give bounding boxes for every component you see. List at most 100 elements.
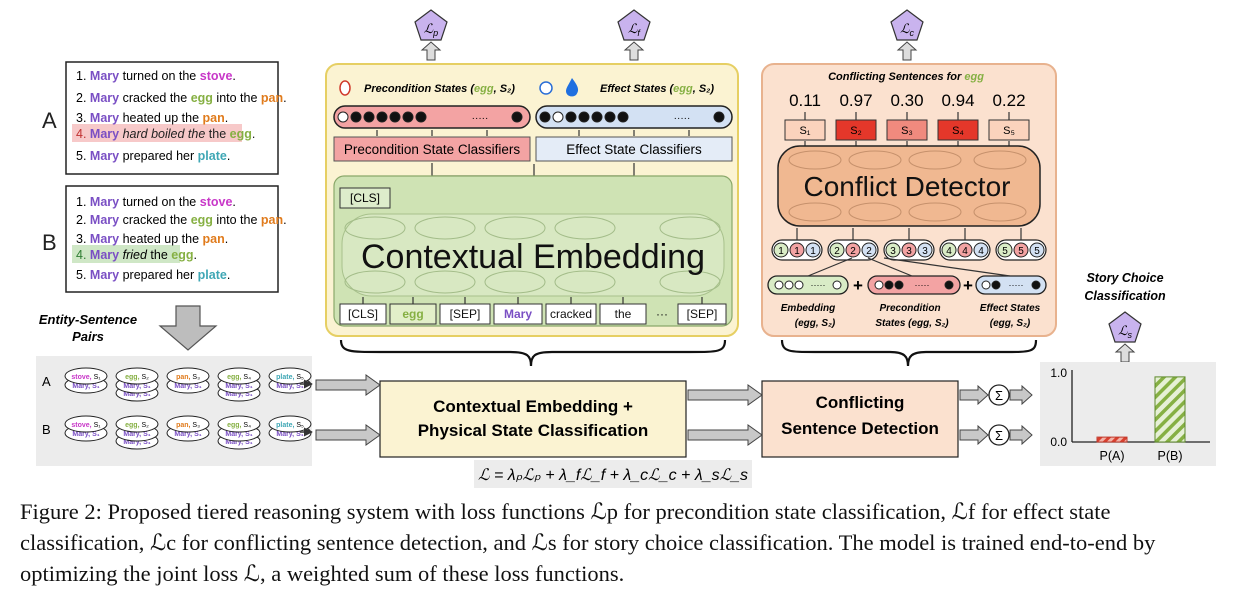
- pair-mary-extra-label: Mary, S₁: [123, 391, 150, 398]
- triplet-node: [829, 242, 845, 258]
- effect-ellipsis: ·····: [674, 113, 691, 124]
- token-label: egg: [402, 307, 423, 321]
- pair-entity-oval: [115, 415, 159, 433]
- story-b-box: [65, 185, 279, 293]
- loss-lf: ℒf: [617, 9, 651, 61]
- embedding-caption-sub: (egg, S₂): [795, 318, 836, 329]
- story-a-line-4: 4. Mary hard boiled the the egg.: [76, 127, 255, 141]
- pair-mary-label: Mary, S₁: [72, 383, 99, 390]
- precondition-classifiers-box: [333, 136, 531, 162]
- embedding-brace: [339, 339, 727, 367]
- precondition-state-vector: [333, 105, 531, 129]
- precondition-caption: Precondition: [879, 303, 940, 314]
- entity-sentence-title-2: Pairs: [72, 329, 104, 344]
- precondition-dot: [363, 111, 375, 123]
- embedding-vector-ellipsis: ·····: [811, 280, 826, 290]
- detector-layers: [788, 150, 1027, 222]
- precondition-dot: [511, 111, 523, 123]
- triplet-node: [773, 242, 789, 258]
- sum-arrow-b: [1009, 424, 1033, 446]
- pair-entity-oval: [217, 415, 261, 433]
- triplet-node: [957, 242, 973, 258]
- effect-dot: [591, 111, 603, 123]
- pipeline-arrow-a-mid: [687, 384, 763, 406]
- embedding-stage-line1: Contextual Embedding +: [433, 397, 633, 416]
- pair-mary-extra-label: Mary, S₁: [123, 439, 150, 446]
- effect-vector: [975, 275, 1047, 295]
- sentence-label: S₄: [952, 125, 964, 137]
- effect-dot: [617, 111, 629, 123]
- token-label: [SEP]: [450, 307, 481, 321]
- triplet-number: 2: [850, 246, 856, 257]
- water-drop-icon: [566, 78, 579, 97]
- triplet-number: 1: [794, 246, 800, 257]
- embedding-vector-dots: [774, 280, 842, 290]
- pair-mary-label: Mary, S₁: [225, 383, 252, 390]
- transformer-layers: [341, 213, 725, 297]
- effect-title: Effect States (egg, S₂): [600, 83, 714, 95]
- triplet-node: [845, 242, 861, 258]
- story-b-highlight: [72, 245, 180, 263]
- y-tick-bottom: 0.0: [1050, 435, 1067, 449]
- story-a-line-1: 1. Mary turned on the stove.: [76, 69, 236, 83]
- pipeline-arrow-b-in: [315, 424, 381, 446]
- precondition-ellipsis: ·····: [472, 113, 489, 124]
- pair-entity-label: plate, S₅: [276, 374, 304, 381]
- embedding-caption: Embedding: [781, 303, 835, 314]
- pair-mary-label: Mary, S₁: [72, 431, 99, 438]
- triplet-number: 3: [890, 246, 896, 257]
- conflict-score: 0.94: [941, 91, 974, 110]
- pair-entity-label: egg, S₄: [227, 422, 251, 429]
- effect-vector-dots: [981, 280, 1041, 290]
- y-tick-top: 1.0: [1050, 366, 1067, 380]
- down-arrow-icon: [158, 305, 218, 351]
- contextual-embedding-label: Contextual Embedding: [361, 238, 705, 276]
- precondition-dot: [337, 111, 349, 123]
- entity-sentence-title-1: Entity-Sentence: [39, 312, 137, 327]
- vector-to-triplet-arrows: [807, 257, 1011, 277]
- story-b-lines: 1. Mary turned on the stove. 2. Mary cra…: [76, 195, 287, 282]
- precondition-dot: [376, 111, 388, 123]
- pair-mary-label: Mary, S₁: [276, 431, 303, 438]
- effect-vector-ellipsis: ·····: [1009, 280, 1024, 290]
- conflict-score: 0.97: [839, 91, 872, 110]
- story-choice-title-2: Classification: [1084, 289, 1166, 303]
- effect-dot: [539, 111, 551, 123]
- sum-a-icon: [988, 384, 1010, 406]
- sum-b-label: Σ: [995, 428, 1003, 443]
- triplet-number: 3: [922, 246, 928, 257]
- embedding-stage-line2: Physical State Classification: [418, 421, 649, 440]
- joint-loss-label: ℒ = λₚℒₚ + λ_fℒ_f + λ_cℒ_c + λ_sℒ_s: [478, 467, 748, 484]
- triplet-node: [885, 242, 901, 258]
- lp-up-arrow-icon: [420, 41, 442, 61]
- triplet-number: 5: [1002, 246, 1008, 257]
- pair-mary-label: Mary, S₁: [123, 431, 150, 438]
- effect-caption-sub: (egg, S₂): [990, 318, 1031, 329]
- precondition-vector-ellipsis: ·····: [915, 280, 930, 290]
- pair-entity-oval: [64, 367, 108, 385]
- pairs-row-b-label: B: [42, 422, 51, 437]
- pair-entity-oval: [268, 367, 312, 385]
- story-b-line-5: 5. Mary prepared her plate.: [76, 268, 230, 282]
- sentence-label: S₁: [799, 125, 810, 137]
- pair-mary-label: Mary, S₁: [174, 383, 201, 390]
- pipeline-arrow-a-out: [959, 384, 989, 406]
- conflict-brace: [780, 339, 1038, 367]
- story-a-line-5: 5. Mary prepared her plate.: [76, 149, 230, 163]
- pair-entity-label: egg, S₂: [125, 422, 149, 429]
- triplet-number: 1: [810, 246, 816, 257]
- story-b-label: B: [42, 230, 57, 255]
- triplet-number: 3: [906, 246, 912, 257]
- pair-entity-label: pan, S₃: [176, 422, 200, 429]
- tiered-reasoning-diagram: A 1. Mary turned on the stove. 2. Mary c…: [36, 9, 1216, 488]
- effect-dot: [578, 111, 590, 123]
- lc-up-arrow-icon: [896, 41, 918, 61]
- pair-mary-extra-label: Mary, S₁: [225, 439, 252, 446]
- story-choice-title-1: Story Choice: [1086, 271, 1163, 285]
- sum-arrow-a: [1009, 384, 1033, 406]
